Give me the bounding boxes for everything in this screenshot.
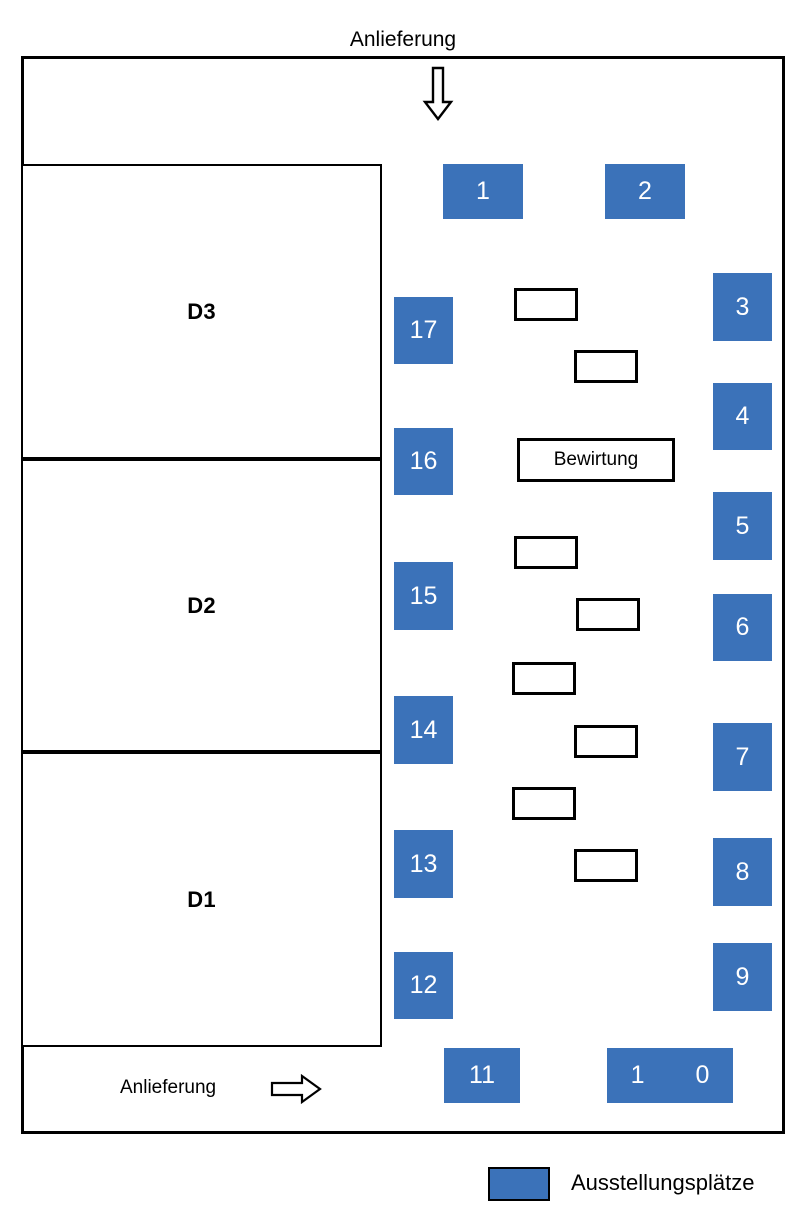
stand-12[interactable]: 12 (394, 952, 453, 1019)
table-7[interactable] (512, 787, 576, 820)
stand-2[interactable]: 2 (605, 164, 685, 219)
legend-label-exhibition: Ausstellungsplätze (571, 1170, 755, 1195)
stand-12-label: 12 (409, 971, 438, 999)
arrow-down-icon (422, 66, 454, 122)
table-1[interactable] (514, 288, 578, 321)
hall-d1[interactable]: D1 (21, 752, 382, 1047)
stand-14[interactable]: 14 (394, 696, 453, 764)
catering-label: Bewirtung (553, 449, 639, 470)
stand-7[interactable]: 7 (713, 723, 772, 791)
stand-13[interactable]: 13 (394, 830, 453, 898)
stand-1[interactable]: 1 (443, 164, 523, 219)
stand-7-label: 7 (735, 742, 750, 771)
stand-11-label: 11 (469, 1061, 495, 1089)
stand-3-label: 3 (735, 292, 750, 321)
stand-13-label: 13 (409, 849, 438, 878)
stand-15[interactable]: 15 (394, 562, 453, 630)
stand-4[interactable]: 4 (713, 383, 772, 450)
stand-11[interactable]: 11 (444, 1048, 520, 1103)
stand-10-label: 1 0 (630, 1061, 732, 1089)
table-6[interactable] (574, 725, 638, 758)
stand-4-label: 4 (735, 402, 750, 430)
table-3[interactable] (514, 536, 578, 569)
stand-14-label: 14 (409, 715, 438, 744)
arrow-right-icon (270, 1074, 322, 1104)
table-4[interactable] (576, 598, 640, 631)
stand-10[interactable]: 1 0 (607, 1048, 733, 1103)
stand-1-label: 1 (476, 177, 490, 205)
stand-6-label: 6 (735, 613, 750, 641)
stand-3[interactable]: 3 (713, 273, 772, 341)
top-delivery-label: Anlieferung (349, 28, 457, 51)
hall-d3-label: D3 (187, 298, 216, 324)
stand-9[interactable]: 9 (713, 943, 772, 1011)
stand-8[interactable]: 8 (713, 838, 772, 906)
stand-5[interactable]: 5 (713, 492, 772, 560)
stand-6[interactable]: 6 (713, 594, 772, 661)
table-8[interactable] (574, 849, 638, 882)
stand-5-label: 5 (735, 511, 750, 540)
table-5[interactable] (512, 662, 576, 695)
hall-d3[interactable]: D3 (21, 164, 382, 459)
stand-16-label: 16 (409, 447, 438, 475)
hall-d2-label: D2 (187, 592, 216, 618)
hall-d2[interactable]: D2 (21, 459, 382, 752)
hall-d1-label: D1 (187, 886, 216, 912)
stand-2-label: 2 (638, 177, 652, 205)
table-2[interactable] (574, 350, 638, 383)
stand-17-label: 17 (409, 316, 438, 344)
legend-swatch-exhibition (488, 1167, 550, 1201)
stand-9-label: 9 (735, 962, 750, 991)
catering-area[interactable]: Bewirtung (517, 438, 675, 482)
stand-17[interactable]: 17 (394, 297, 453, 364)
stand-16[interactable]: 16 (394, 428, 453, 495)
stand-15-label: 15 (409, 581, 438, 610)
bottom-delivery-label: Anlieferung (120, 1077, 217, 1098)
stand-8-label: 8 (735, 857, 750, 886)
